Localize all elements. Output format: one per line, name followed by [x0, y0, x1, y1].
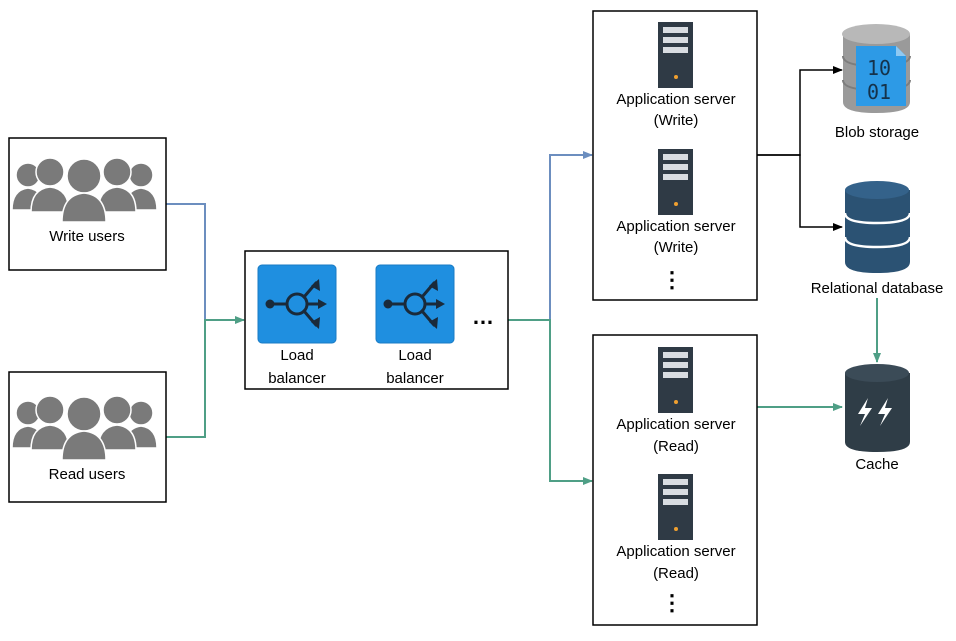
read-server-2[interactable]: Application server (Read) [616, 474, 736, 582]
users-group-icon [11, 157, 158, 223]
edge-lb-to-write-servers [508, 151, 593, 321]
load-balancer-ellipsis: … [472, 304, 494, 329]
server-icon [658, 149, 693, 215]
server-label-line1: Application server [616, 543, 735, 560]
load-balancer-1[interactable]: Load balancer [257, 264, 337, 387]
server-icon [658, 474, 693, 540]
server-label-line2: (Write) [654, 239, 699, 256]
server-label-line2: (Write) [654, 112, 699, 129]
edge-write-users-to-lb [166, 203, 244, 321]
edges [166, 66, 881, 485]
read-server-1[interactable]: Application server (Read) [616, 347, 736, 455]
relational-database-label: Relational database [811, 280, 944, 297]
blob-storage-icon: 10 01 [842, 24, 911, 113]
read-users-node[interactable]: Read users [8, 371, 167, 503]
blob-storage-label: Blob storage [835, 124, 919, 141]
write-users-label: Write users [49, 228, 125, 245]
load-balancer-2[interactable]: Load balancer [375, 264, 455, 387]
load-balancer-group[interactable]: Load balancer [244, 250, 509, 390]
users-group-icon [11, 395, 158, 461]
blob-storage-node[interactable]: 10 01 Blob storage [835, 24, 919, 141]
edge-read-users-to-lb [166, 316, 245, 438]
edge-write-to-db [757, 154, 843, 231]
cache-icon [845, 364, 910, 452]
load-balancer-icon [375, 264, 455, 344]
server-label-line1: Application server [616, 416, 735, 433]
edge-write-to-blob [757, 66, 843, 156]
read-servers-group[interactable]: Application server (Read) Application se… [592, 334, 758, 626]
load-balancer-label-line2: balancer [268, 370, 326, 387]
load-balancer-label-line1: Load [280, 347, 313, 364]
blob-digits-top: 10 [867, 56, 891, 80]
write-server-2[interactable]: Application server (Write) [616, 149, 736, 256]
cache-node[interactable]: Cache [845, 364, 910, 473]
load-balancer-label-line2: balancer [386, 370, 444, 387]
server-label-line1: Application server [616, 218, 735, 235]
server-label-line2: (Read) [653, 565, 699, 582]
load-balancer-label-line1: Load [398, 347, 431, 364]
read-servers-ellipsis: ⋮ [661, 590, 683, 615]
read-users-label: Read users [49, 466, 126, 483]
database-icon [843, 181, 912, 273]
cache-label: Cache [855, 456, 898, 473]
load-balancer-icon [257, 264, 337, 344]
edge-lb-to-read-servers [508, 319, 593, 485]
server-label-line2: (Read) [653, 438, 699, 455]
write-servers-group[interactable]: Application server (Write) Application s… [592, 10, 758, 301]
server-icon [658, 22, 693, 88]
write-servers-ellipsis: ⋮ [661, 267, 683, 292]
relational-database-node[interactable]: Relational database [811, 181, 944, 297]
write-server-1[interactable]: Application server (Write) [616, 22, 736, 129]
server-icon [658, 347, 693, 413]
blob-digits-bottom: 01 [867, 80, 891, 104]
server-label-line1: Application server [616, 91, 735, 108]
write-users-node[interactable]: Write users [8, 137, 167, 271]
